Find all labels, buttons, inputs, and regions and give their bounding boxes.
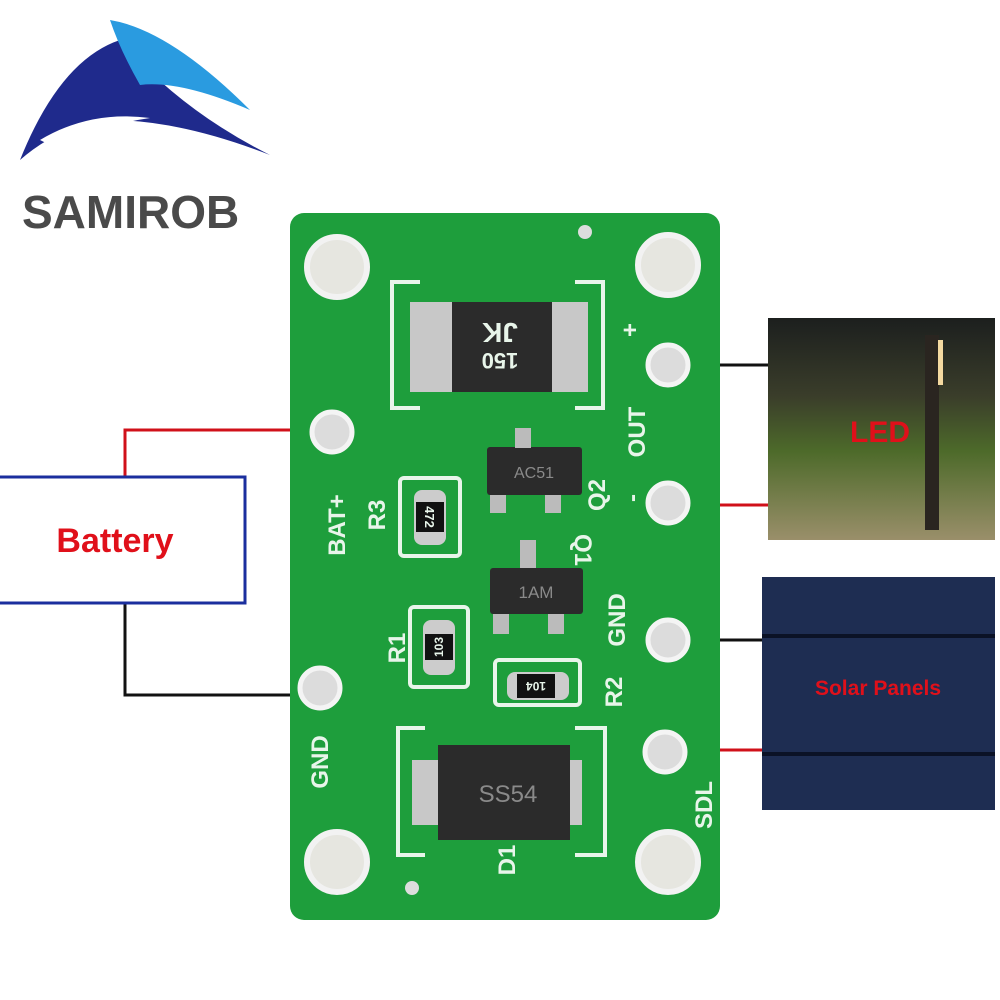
label-r1: R1 [384, 633, 411, 664]
inductor: 150 JK [482, 317, 519, 373]
solar-label: Solar Panels [815, 677, 941, 700]
solder-pads [297, 342, 691, 775]
label-r2: R2 [601, 677, 628, 708]
wires [123, 363, 770, 752]
transistor-q2 [487, 447, 582, 495]
label-gnd-left: GND [307, 735, 334, 788]
battery-label: Battery [56, 522, 173, 560]
label-r3: R3 [364, 500, 391, 531]
led-label: LED [850, 416, 910, 449]
diode-d1 [438, 745, 570, 840]
pcb-board: 150 JK AC51 1AM 472 103 104 SS54 BAT+ R3… [290, 213, 720, 920]
svg-text:JK: JK [482, 317, 518, 348]
solar-panel-image: Solar Panels [762, 577, 995, 810]
label-d1: D1 [494, 845, 521, 876]
svg-text:104: 104 [526, 679, 546, 693]
svg-text:SS54: SS54 [479, 781, 538, 808]
label-out: OUT [624, 406, 651, 457]
samirob-logo: SAMIROB [20, 20, 270, 238]
svg-text:AC51: AC51 [514, 465, 554, 482]
svg-text:150: 150 [482, 348, 519, 373]
label-plus: + [617, 323, 644, 337]
label-bat-plus: BAT+ [324, 494, 351, 556]
transistor-q1 [490, 568, 583, 614]
label-gnd-right: GND [604, 593, 631, 646]
label-q2: Q2 [584, 479, 611, 511]
svg-text:1AM: 1AM [519, 583, 554, 602]
led-image: LED [768, 318, 995, 540]
label-sdl: SDL [691, 781, 718, 829]
battery-box: Battery [0, 475, 247, 605]
brand-name: SAMIROB [22, 186, 239, 238]
svg-text:103: 103 [432, 637, 446, 657]
svg-text:472: 472 [422, 506, 437, 528]
label-minus: - [619, 494, 646, 502]
label-q1: Q1 [569, 534, 596, 566]
